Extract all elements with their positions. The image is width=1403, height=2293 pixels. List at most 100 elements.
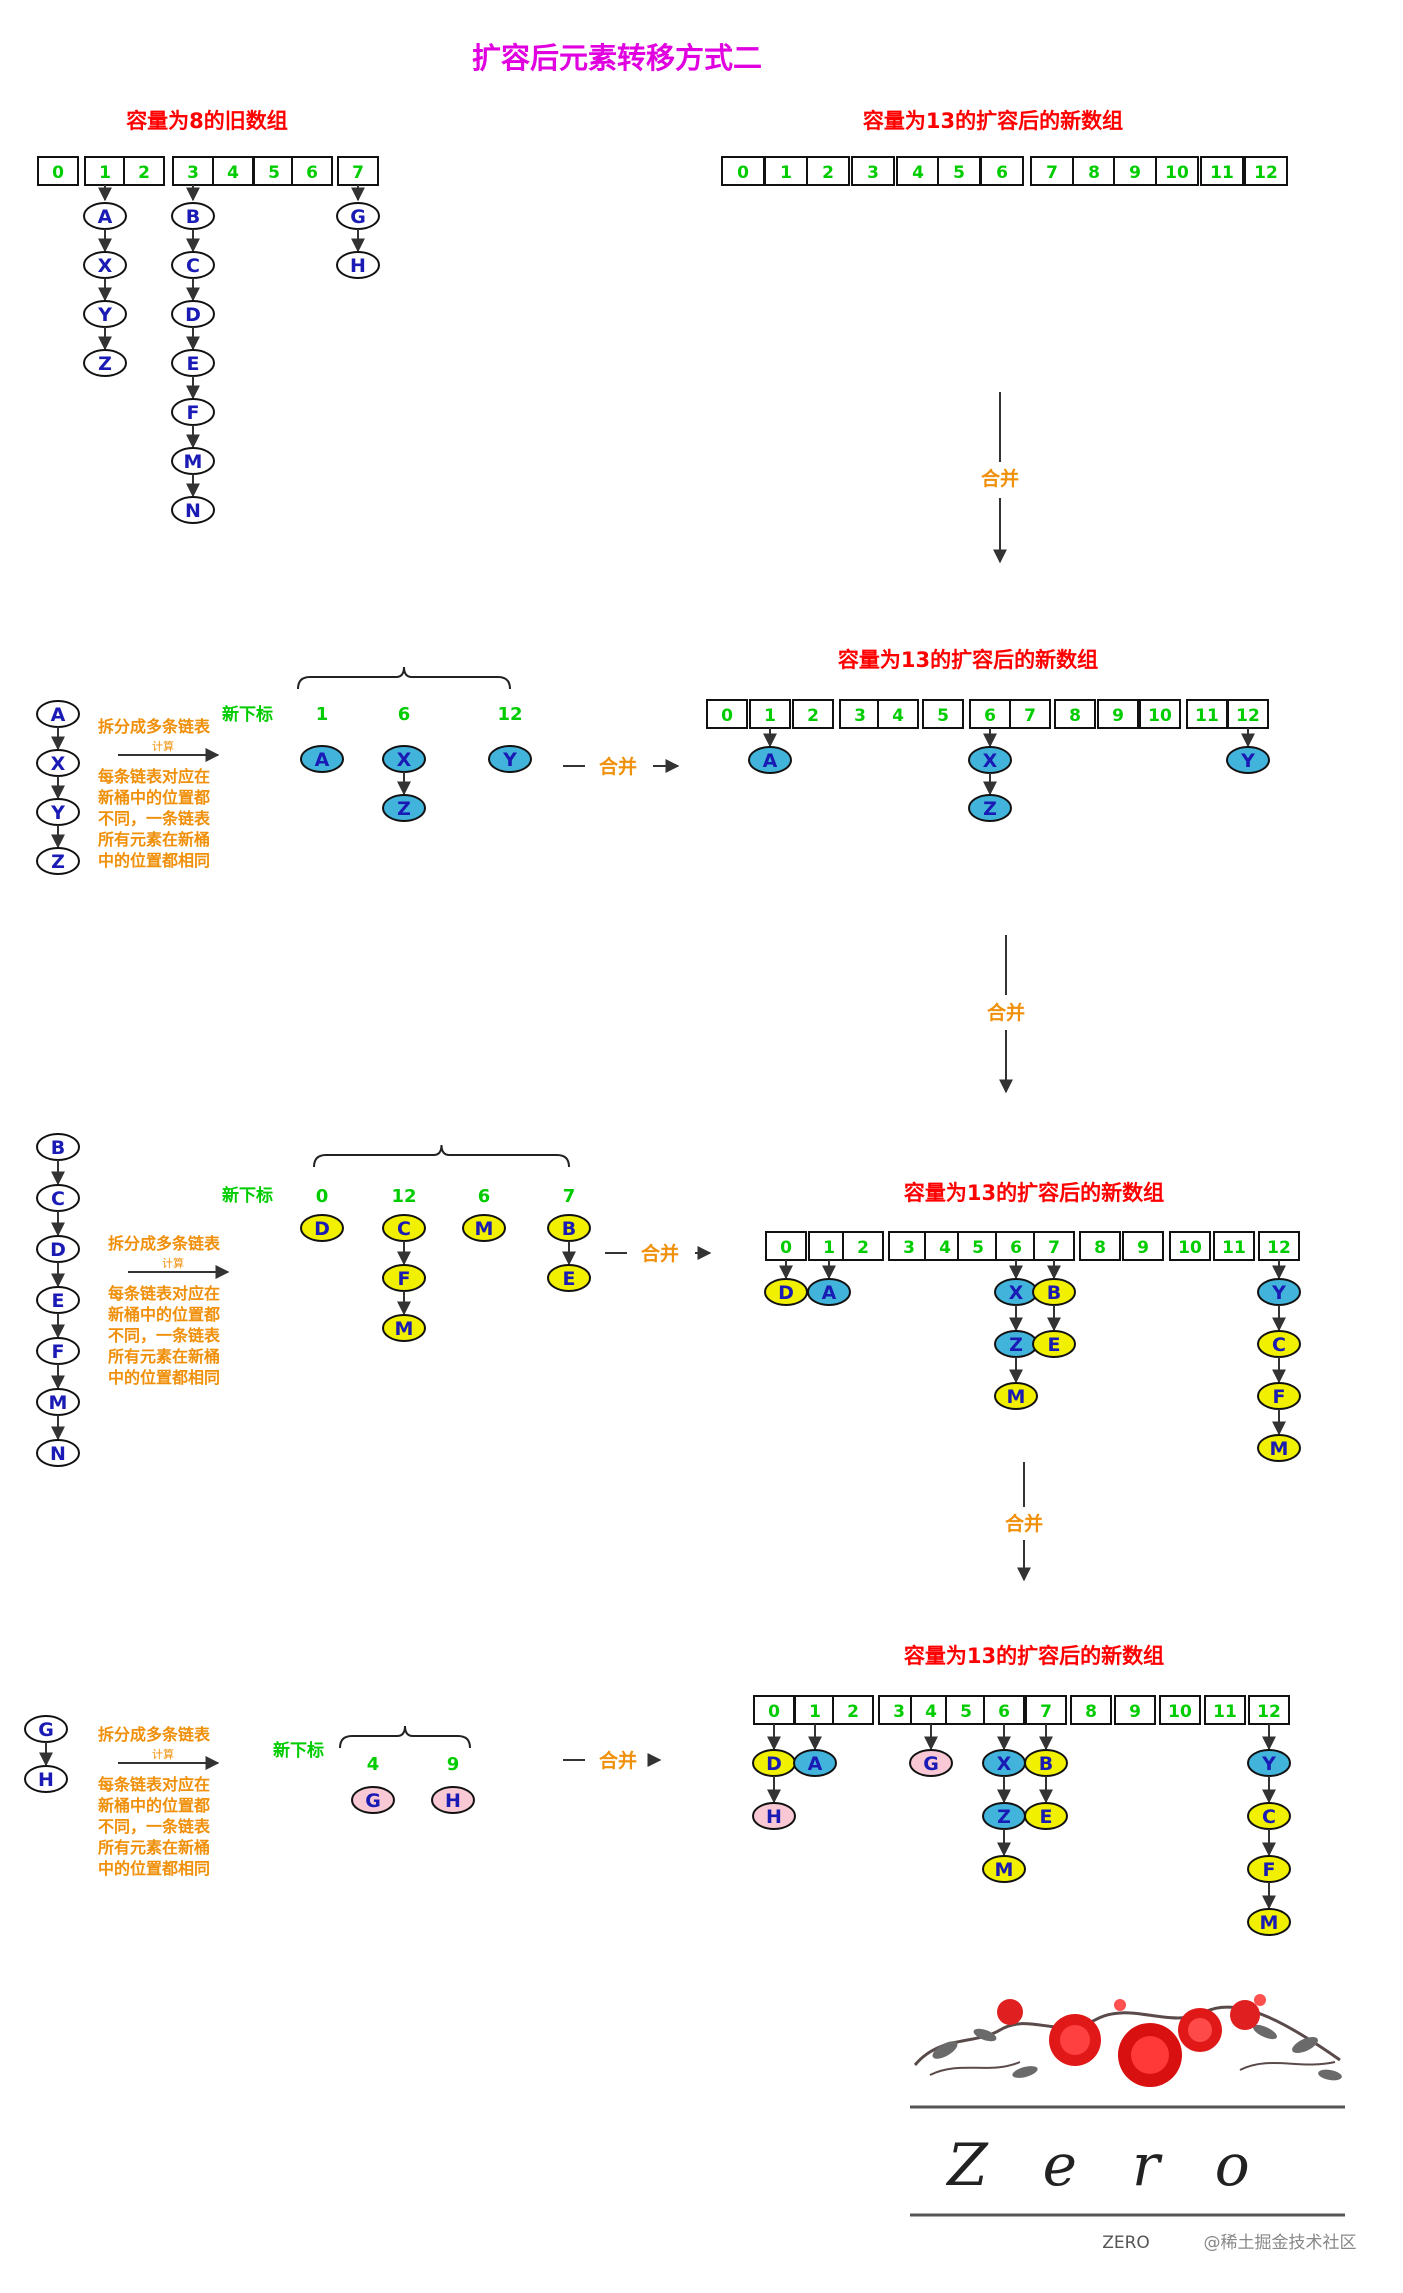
node-label: M <box>1270 1438 1289 1460</box>
step1-result-node-X: X <box>968 746 1012 774</box>
merge-arrow: 合并 <box>605 1242 712 1265</box>
step2-result-node-X: X <box>994 1278 1038 1306</box>
node-ellipse <box>300 745 344 773</box>
step3-result-node-M: M <box>982 1855 1026 1883</box>
group-index: 1 <box>316 704 329 725</box>
step2-group-12: 12C F M <box>382 1186 426 1342</box>
step3-source-node-G: G <box>24 1715 68 1743</box>
merge-arrow-1: 合并 <box>981 392 1019 564</box>
array-index-4: 4 <box>912 163 924 183</box>
split-text: 拆分成多条链表 <box>98 717 211 736</box>
old-node-F: F <box>171 398 215 426</box>
old-node-M: M <box>171 447 215 475</box>
node-label: F <box>398 1268 411 1290</box>
array-cell <box>995 1231 1037 1261</box>
explain-line: 每条链表对应在 <box>98 1775 210 1794</box>
step2-result-node-M: M <box>994 1382 1038 1410</box>
array-index-9: 9 <box>1112 706 1124 726</box>
array-index-4: 4 <box>925 1702 937 1722</box>
group-index: 9 <box>447 1754 460 1775</box>
step-3: G H 拆分成多条链表计算每条链表对应在新桶中的位置都不同，一条链表所有元素在新桶中… <box>24 1644 1291 1936</box>
array-index-8: 8 <box>1094 1238 1106 1258</box>
step1-group-12: 12Y <box>488 704 532 773</box>
explain-line: 所有元素在新桶 <box>98 830 210 849</box>
node-ellipse <box>431 1786 475 1814</box>
step2-result-node-A: A <box>807 1278 851 1306</box>
array-cell <box>1122 1231 1164 1261</box>
array-cell <box>1139 699 1181 729</box>
array-index-10: 10 <box>1168 1702 1192 1722</box>
node-label: E <box>1040 1806 1053 1828</box>
calc-text: 计算 <box>162 1256 184 1270</box>
array-cell <box>37 156 79 186</box>
array-index-5: 5 <box>268 163 280 183</box>
node-label: E <box>1048 1334 1061 1356</box>
array-cell <box>1009 699 1051 729</box>
node-label: Z <box>983 798 997 820</box>
logo-text: Zero <box>945 2131 1304 2199</box>
step3-result-slot-4: G <box>909 1724 953 1777</box>
array-index-6: 6 <box>998 1702 1010 1722</box>
step2-result-slot-1: A <box>807 1260 851 1306</box>
node-ellipse <box>1024 1802 1068 1830</box>
step3-result-node-H: H <box>752 1802 796 1830</box>
explain-line: 新桶中的位置都 <box>98 788 210 807</box>
group-index: 12 <box>497 704 522 725</box>
array-cell <box>842 1231 884 1261</box>
node-label: B <box>1039 1753 1053 1775</box>
node-ellipse <box>793 1749 837 1777</box>
array-index-5: 5 <box>972 1238 984 1258</box>
array-index-12: 12 <box>1257 1702 1281 1722</box>
node-label: D <box>185 304 201 326</box>
node-label: Z <box>51 851 65 873</box>
node-ellipse <box>382 1314 426 1342</box>
array-cell <box>337 156 379 186</box>
node-label: Z <box>1009 1334 1023 1356</box>
group-index: 7 <box>563 1186 576 1207</box>
array-index-6: 6 <box>984 706 996 726</box>
node-label: Y <box>97 304 112 326</box>
array-cell <box>1213 1231 1255 1261</box>
group-index: 12 <box>391 1186 416 1207</box>
merge-label: 合并 <box>599 755 637 778</box>
group-index: 4 <box>367 1754 380 1775</box>
array-index-7: 7 <box>1024 706 1036 726</box>
step3-result-node-X: X <box>982 1749 1026 1777</box>
array-index-1: 1 <box>809 1702 821 1722</box>
old-node-E: E <box>171 349 215 377</box>
step1-group-node-X: X <box>382 745 426 773</box>
array-index-4: 4 <box>939 1238 951 1258</box>
node-label: A <box>763 750 778 772</box>
array-cell <box>1155 156 1199 186</box>
array-index-0: 0 <box>768 1702 780 1722</box>
explain-line: 每条链表对应在 <box>98 767 210 786</box>
node-label: Y <box>1240 750 1255 772</box>
new-array-heading-1: 容量为13的扩容后的新数组 <box>863 109 1123 133</box>
array-index-11: 11 <box>1222 1238 1246 1258</box>
array-cell <box>123 156 165 186</box>
step1-group-node-A: A <box>300 745 344 773</box>
array-cell <box>888 1231 930 1261</box>
step2-group-node-C: C <box>382 1214 426 1242</box>
split-explanation: 拆分成多条链表计算每条链表对应在新桶中的位置都不同，一条链表所有元素在新桶中的位… <box>98 1725 220 1878</box>
array-index-9: 9 <box>1129 1702 1141 1722</box>
grouping-brace <box>297 666 511 690</box>
array-cell <box>1054 699 1096 729</box>
step2-source-node-B: B <box>36 1133 80 1161</box>
step2-result-slot-7: BE <box>1032 1260 1076 1358</box>
array-index-11: 11 <box>1213 1702 1237 1722</box>
step1-result-slot-12: Y <box>1226 728 1270 774</box>
node-label: X <box>997 1753 1012 1775</box>
node-label: F <box>1273 1386 1286 1408</box>
array-index-8: 8 <box>1088 163 1100 183</box>
node-label: Z <box>98 353 112 375</box>
step1-source-node-X: X <box>36 749 80 777</box>
node-label: M <box>395 1318 414 1340</box>
old-node-Y: Y <box>83 300 127 328</box>
step3-result-node-F: F <box>1247 1855 1291 1883</box>
